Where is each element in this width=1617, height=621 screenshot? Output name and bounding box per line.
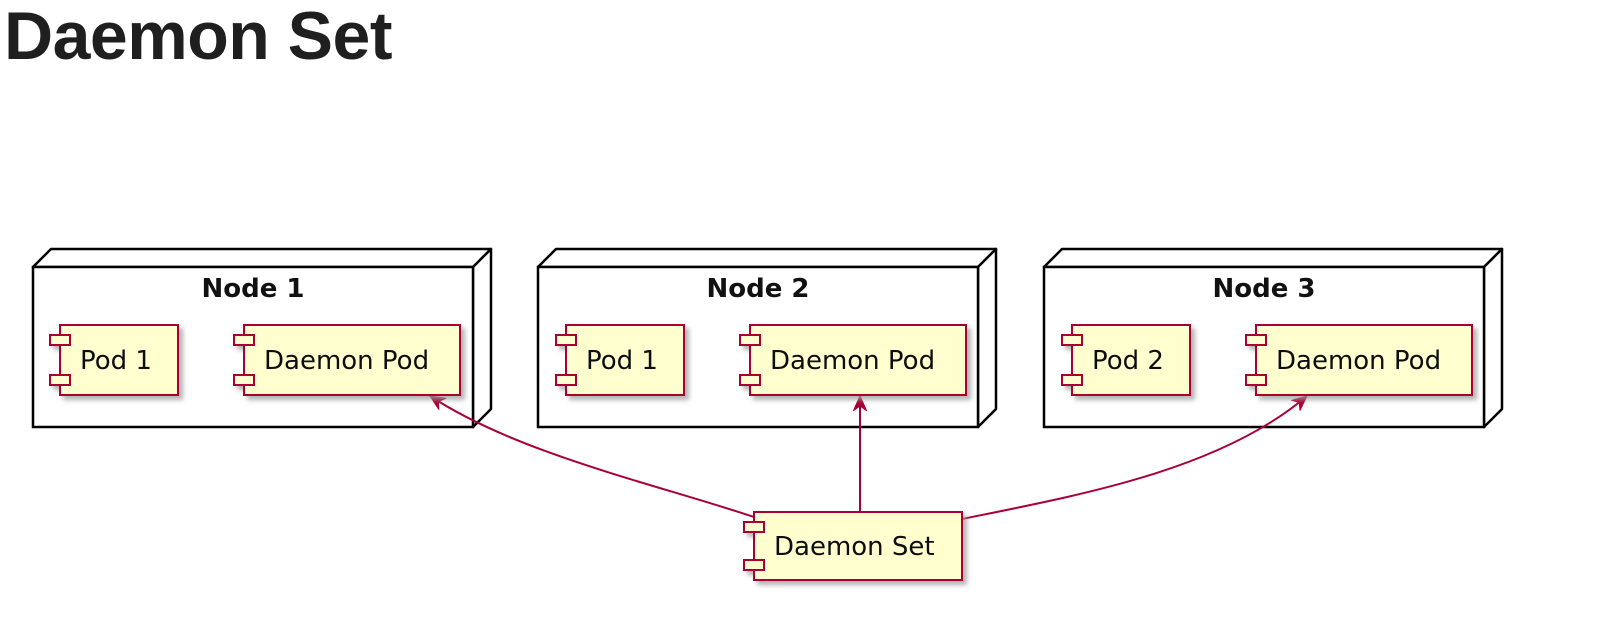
edge-arrow-1 [429, 395, 761, 520]
component-box [749, 324, 967, 396]
component-n2-daemon[interactable]: Daemon Pod [739, 324, 967, 396]
component-daemonset[interactable]: Daemon Set [743, 511, 963, 581]
component-box [565, 324, 685, 396]
node-side-face [976, 247, 998, 429]
page-title: Daemon Set [4, 0, 393, 74]
node-top-face [536, 247, 998, 269]
component-label: Daemon Pod [770, 346, 935, 376]
component-tab-top [743, 521, 765, 533]
component-tab-top [1061, 334, 1083, 346]
node-title: Node 3 [1212, 274, 1315, 304]
components-layer: Pod 1 Daemon Pod Pod 1 Daemon Pod Pod 2 Daemo… [49, 324, 1473, 581]
component-tab-bottom [743, 559, 765, 571]
edge-arrowhead [1291, 395, 1308, 411]
node-top-face [1042, 247, 1504, 269]
node-top-face [31, 247, 493, 269]
component-tab-top [233, 334, 255, 346]
edge-arrow-3 [961, 395, 1308, 520]
edge-line [429, 395, 761, 520]
component-tab-bottom [555, 374, 577, 386]
node-side-face [1482, 247, 1504, 429]
component-n2-pod[interactable]: Pod 1 [555, 324, 685, 396]
node-side-face [471, 247, 493, 429]
node-title: Node 1 [201, 274, 304, 304]
component-tab-bottom [739, 374, 761, 386]
component-n1-daemon[interactable]: Daemon Pod [233, 324, 461, 396]
component-tab-top [49, 334, 71, 346]
component-box [753, 511, 963, 581]
edges-layer [429, 395, 1308, 520]
component-n3-pod[interactable]: Pod 2 [1061, 324, 1191, 396]
edge-arrowhead [852, 395, 868, 412]
component-label: Pod 2 [1092, 346, 1164, 376]
component-tab-bottom [1245, 374, 1267, 386]
edge-line [961, 395, 1308, 520]
node-title: Node 2 [706, 274, 809, 304]
component-tab-top [555, 334, 577, 346]
component-tab-bottom [1061, 374, 1083, 386]
component-tab-bottom [49, 374, 71, 386]
component-box [59, 324, 179, 396]
component-label: Pod 1 [586, 346, 658, 376]
component-label: Pod 1 [80, 346, 152, 376]
edge-arrow-2 [852, 395, 868, 512]
component-n1-pod[interactable]: Pod 1 [49, 324, 179, 396]
component-tab-top [1245, 334, 1267, 346]
edge-arrowhead [429, 395, 447, 410]
component-box [1071, 324, 1191, 396]
component-tab-bottom [233, 374, 255, 386]
component-label: Daemon Set [774, 532, 935, 562]
component-box [1255, 324, 1473, 396]
component-tab-top [739, 334, 761, 346]
component-n3-daemon[interactable]: Daemon Pod [1245, 324, 1473, 396]
component-box [243, 324, 461, 396]
component-label: Daemon Pod [264, 346, 429, 376]
component-label: Daemon Pod [1276, 346, 1441, 376]
